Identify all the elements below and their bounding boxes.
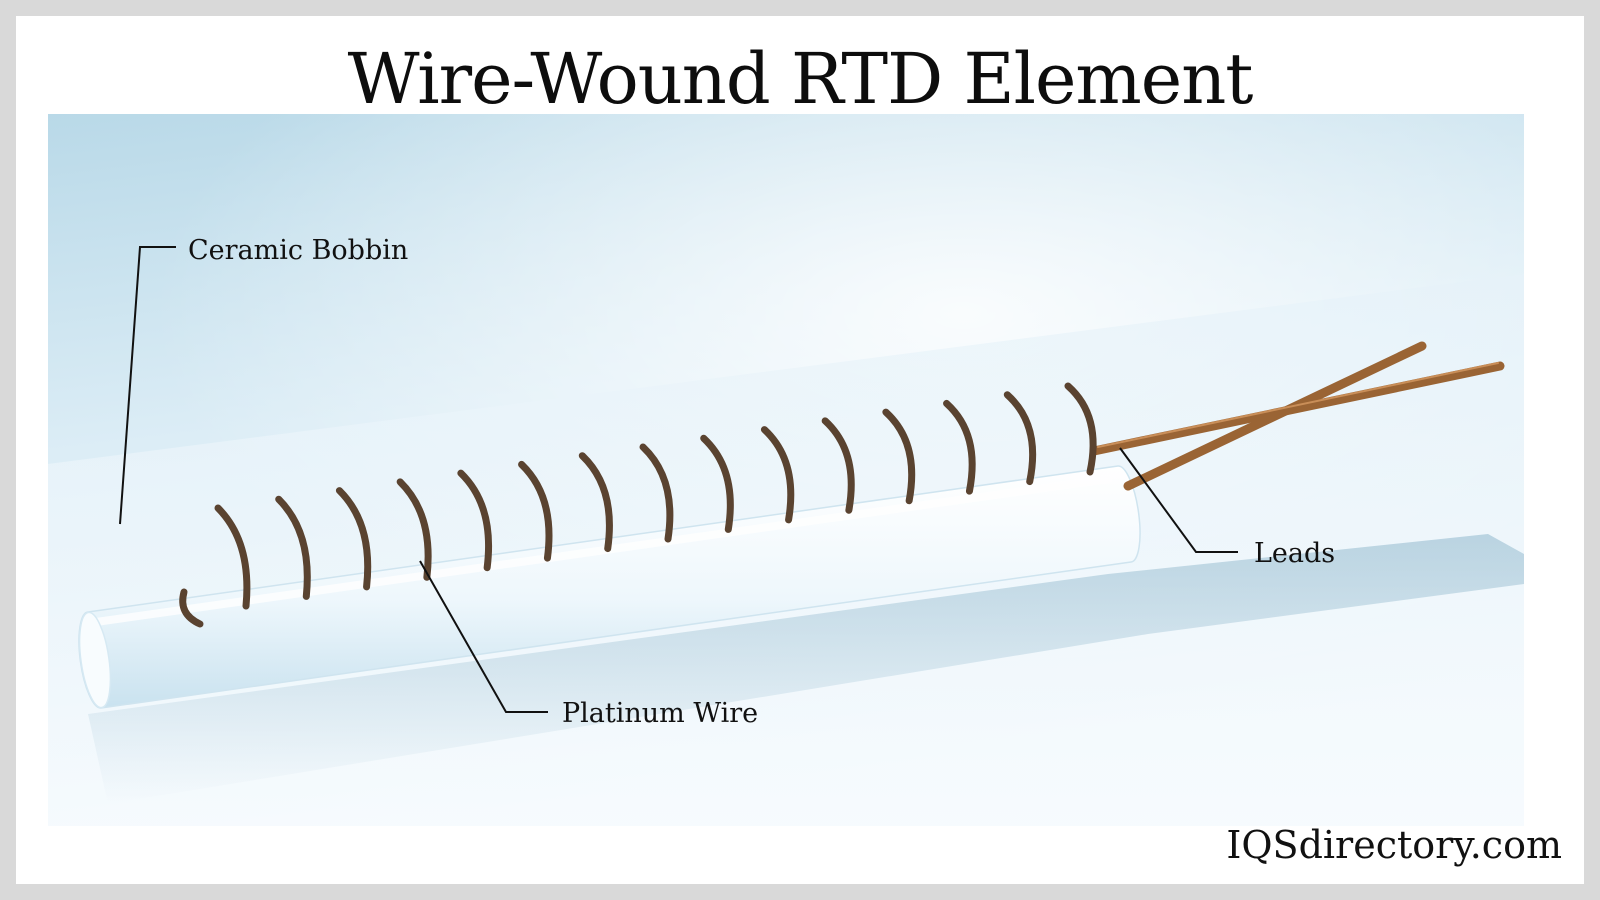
label-platinum-wire: Platinum Wire xyxy=(562,698,759,729)
coil-turn xyxy=(882,408,916,505)
bobbin-highlight xyxy=(92,475,1112,626)
lead-front xyxy=(1089,361,1505,456)
coil-turn xyxy=(1003,391,1037,486)
diagram-frame: Wire-Wound RTD Element xyxy=(16,16,1584,884)
coil-turn xyxy=(578,452,613,553)
label-ceramic-bobbin: Ceramic Bobbin xyxy=(188,235,409,266)
coil-tail xyxy=(179,588,204,628)
coil-turn xyxy=(943,399,976,495)
lead-front-highlight xyxy=(1097,362,1499,448)
coil-turn xyxy=(214,504,251,610)
platinum-wire-coil xyxy=(179,382,1097,628)
coil-turn xyxy=(821,417,855,514)
leader-line-platinum-wire xyxy=(419,560,548,713)
bobbin-left-end xyxy=(78,611,112,709)
coil-turn xyxy=(335,487,372,591)
coil-turn xyxy=(457,469,493,572)
coil-turn xyxy=(1064,382,1097,476)
rtd-svg xyxy=(48,114,1524,826)
iqs-watermark: IQSdirectory.com xyxy=(1226,823,1562,867)
label-leads: Leads xyxy=(1254,538,1336,569)
diagram-title: Wire-Wound RTD Element xyxy=(347,38,1254,120)
coil-turn xyxy=(639,443,674,543)
coil-turn xyxy=(518,460,553,562)
leader-lines xyxy=(119,246,1238,713)
coil-turn xyxy=(275,495,311,600)
coil-turn xyxy=(396,478,432,581)
coil-turn xyxy=(700,434,734,533)
leader-line-leads xyxy=(1119,447,1238,553)
leader-line-ceramic-bobbin xyxy=(119,246,176,525)
coil-turn xyxy=(760,426,795,524)
bobbin-shadow xyxy=(88,534,1524,804)
rtd-illustration: Ceramic Bobbin Platinum Wire Leads xyxy=(48,114,1524,826)
